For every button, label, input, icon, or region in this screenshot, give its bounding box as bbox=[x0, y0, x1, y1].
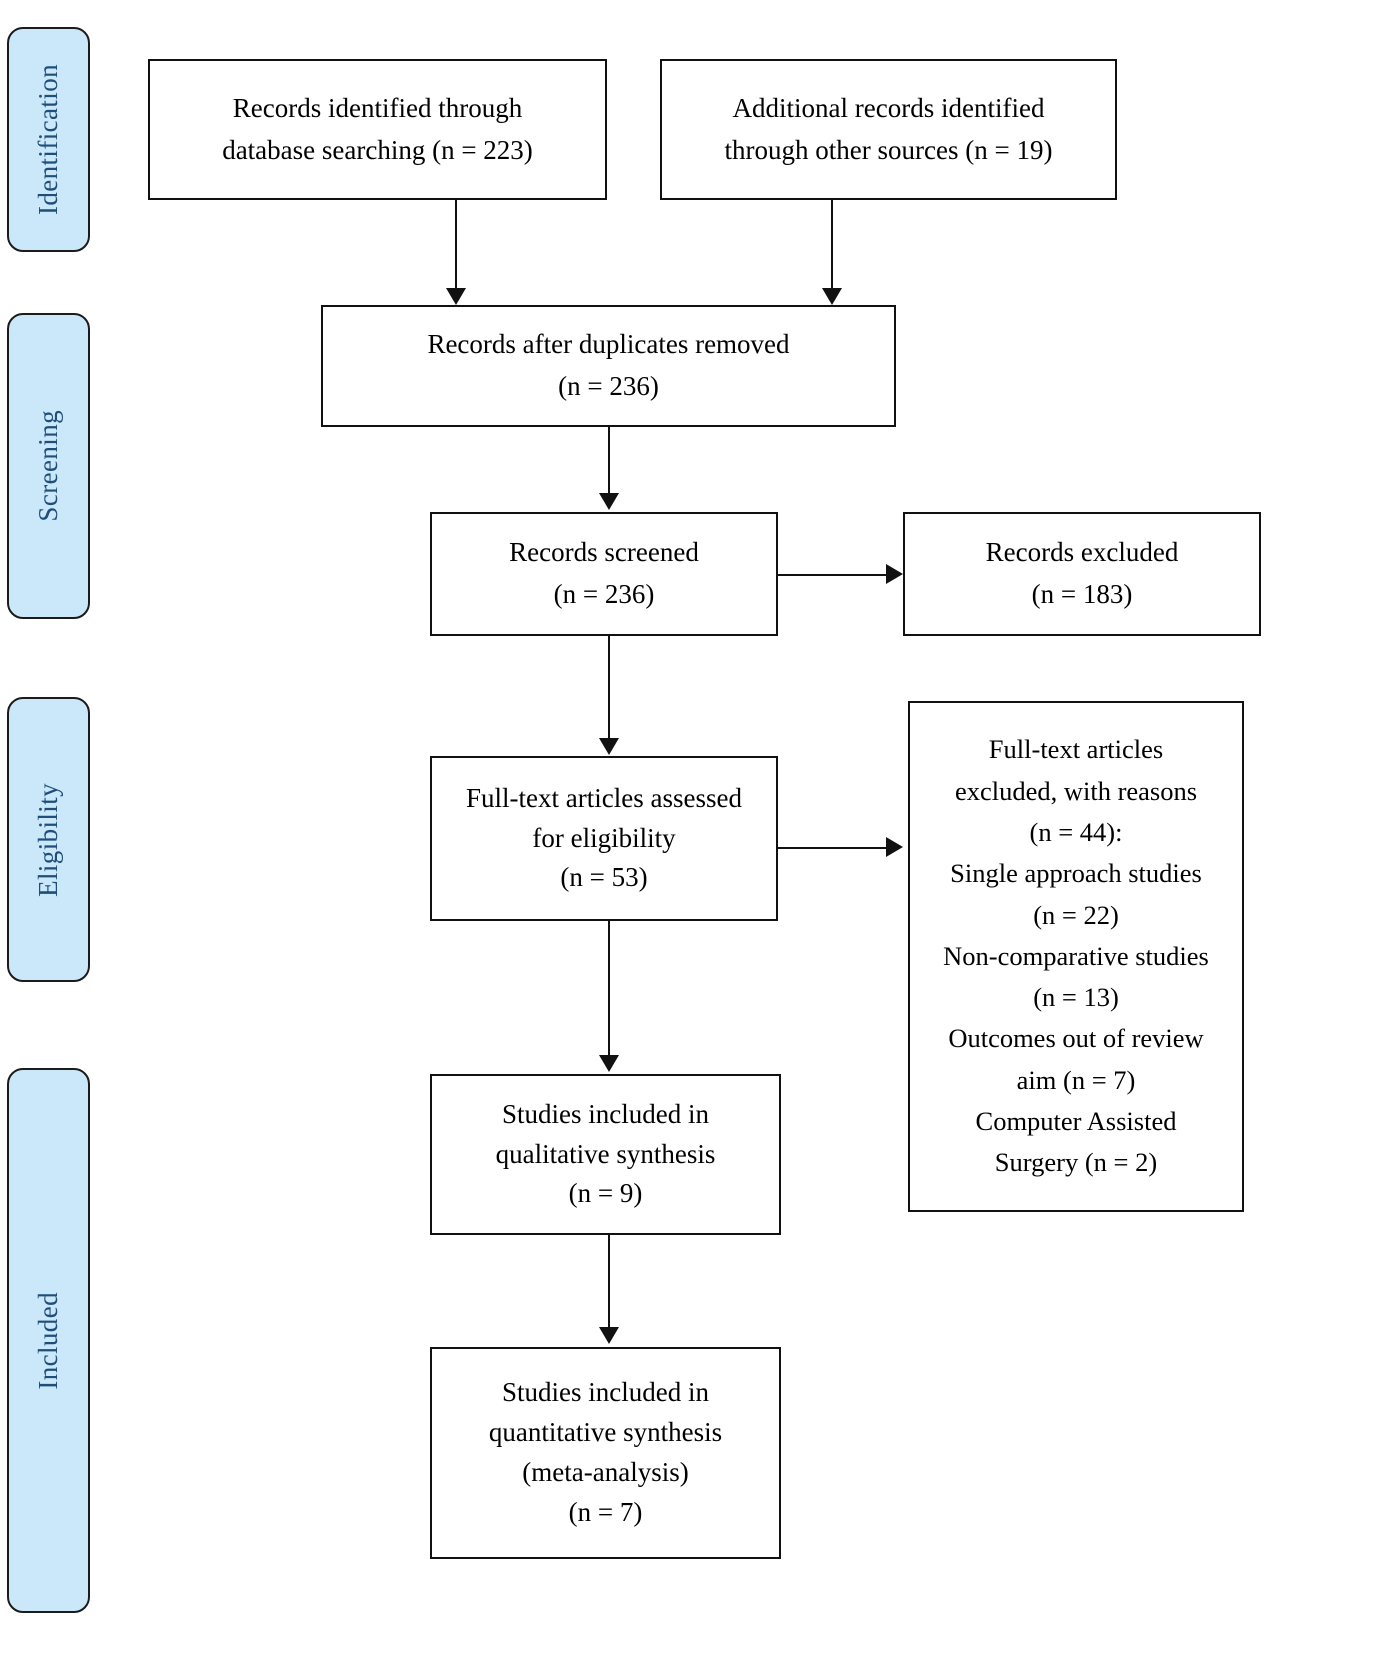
node-fulltext-excluded-line-9: aim (n = 7) bbox=[1016, 1064, 1136, 1095]
arrowhead-database-search-to-duplicates bbox=[446, 288, 466, 305]
node-fulltext-excluded-line-8: Outcomes out of review bbox=[948, 1023, 1204, 1054]
phase-eligibility-label: Eligibility bbox=[33, 782, 63, 897]
node-fulltext-excluded-line-1: Full-text articles bbox=[988, 734, 1164, 765]
node-other-sources-line-1: Additional records identified bbox=[732, 92, 1045, 123]
phase-included-label: Included bbox=[33, 1291, 63, 1390]
arrowhead-screened-to-excluded bbox=[886, 564, 903, 584]
node-records-excluded: Records excluded (n = 183) bbox=[903, 512, 1261, 636]
node-fulltext-excluded-line-7: (n = 13) bbox=[1033, 982, 1119, 1013]
arrowhead-qualitative-to-quantitative bbox=[599, 1327, 619, 1344]
node-records-screened: Records screened (n = 236) bbox=[430, 512, 778, 636]
arrowhead-screened-to-fulltext bbox=[599, 738, 619, 755]
node-fulltext-excluded-line-10: Computer Assisted bbox=[975, 1106, 1177, 1137]
phase-screening-label: Screening bbox=[33, 410, 63, 522]
node-quantitative-synthesis-line-4: (n = 7) bbox=[568, 1496, 643, 1527]
node-fulltext-assessed-line-3: (n = 53) bbox=[560, 862, 648, 893]
node-database-search-line-1: Records identified through bbox=[232, 92, 523, 123]
arrowhead-other-sources-to-duplicates bbox=[822, 288, 842, 305]
node-fulltext-assessed-line-1: Full-text articles assessed bbox=[466, 782, 742, 813]
node-quantitative-synthesis-line-1: Studies included in bbox=[502, 1377, 709, 1408]
node-database-search: Records identified through database sear… bbox=[148, 59, 607, 200]
node-fulltext-excluded-line-3: (n = 44): bbox=[1029, 816, 1123, 847]
node-other-sources: Additional records identified through ot… bbox=[660, 59, 1117, 200]
node-fulltext-excluded-line-6: Non-comparative studies bbox=[943, 940, 1209, 971]
node-records-excluded-line-2: (n = 183) bbox=[1031, 579, 1133, 609]
node-quantitative-synthesis-line-2: quantitative synthesis bbox=[488, 1417, 723, 1448]
node-fulltext-excluded-line-5: (n = 22) bbox=[1033, 899, 1119, 930]
phase-eligibility: Eligibility bbox=[7, 697, 90, 982]
connector-qualitative-to-quantitative bbox=[608, 1235, 610, 1329]
connector-screened-to-fulltext bbox=[608, 636, 610, 740]
node-fulltext-assessed: Full-text articles assessed for eligibil… bbox=[430, 756, 778, 921]
connector-fulltext-to-excluded-reasons bbox=[778, 847, 888, 849]
node-fulltext-excluded-reasons: Full-text articles excluded, with reason… bbox=[908, 701, 1244, 1212]
node-duplicates-removed-line-2: (n = 236) bbox=[558, 371, 659, 401]
node-quantitative-synthesis: Studies included in quantitative synthes… bbox=[430, 1347, 781, 1559]
phase-screening: Screening bbox=[7, 313, 90, 619]
node-fulltext-excluded-line-4: Single approach studies bbox=[950, 858, 1202, 889]
connector-database-search-to-duplicates bbox=[455, 200, 457, 290]
node-quantitative-synthesis-line-3: (meta-analysis) bbox=[522, 1457, 689, 1487]
connector-screened-to-excluded bbox=[778, 574, 888, 576]
phase-identification-label: Identification bbox=[33, 63, 63, 216]
connector-duplicates-to-screened bbox=[608, 427, 610, 495]
node-duplicates-removed: Records after duplicates removed (n = 23… bbox=[321, 305, 896, 427]
node-records-excluded-line-1: Records excluded bbox=[985, 537, 1179, 568]
node-fulltext-excluded-line-11: Surgery (n = 2) bbox=[994, 1147, 1158, 1178]
node-qualitative-synthesis: Studies included in qualitative synthesi… bbox=[430, 1074, 781, 1235]
arrowhead-fulltext-to-qualitative bbox=[599, 1055, 619, 1072]
node-database-search-line-2: database searching (n = 223) bbox=[222, 134, 533, 165]
node-qualitative-synthesis-line-3: (n = 9) bbox=[568, 1178, 643, 1209]
arrowhead-duplicates-to-screened bbox=[599, 493, 619, 510]
phase-included: Included bbox=[7, 1068, 90, 1613]
node-qualitative-synthesis-line-1: Studies included in bbox=[502, 1098, 709, 1129]
phase-identification: Identification bbox=[7, 27, 90, 252]
node-fulltext-assessed-line-2: for eligibility bbox=[532, 822, 676, 853]
arrowhead-fulltext-to-excluded-reasons bbox=[886, 837, 903, 857]
node-other-sources-line-2: through other sources (n = 19) bbox=[724, 134, 1053, 165]
connector-fulltext-to-qualitative bbox=[608, 921, 610, 1057]
connector-other-sources-to-duplicates bbox=[831, 200, 833, 290]
node-duplicates-removed-line-1: Records after duplicates removed bbox=[427, 329, 790, 360]
node-qualitative-synthesis-line-2: qualitative synthesis bbox=[495, 1138, 716, 1169]
node-fulltext-excluded-line-2: excluded, with reasons bbox=[954, 775, 1198, 806]
node-records-screened-line-2: (n = 236) bbox=[553, 579, 655, 609]
node-records-screened-line-1: Records screened bbox=[509, 537, 699, 568]
